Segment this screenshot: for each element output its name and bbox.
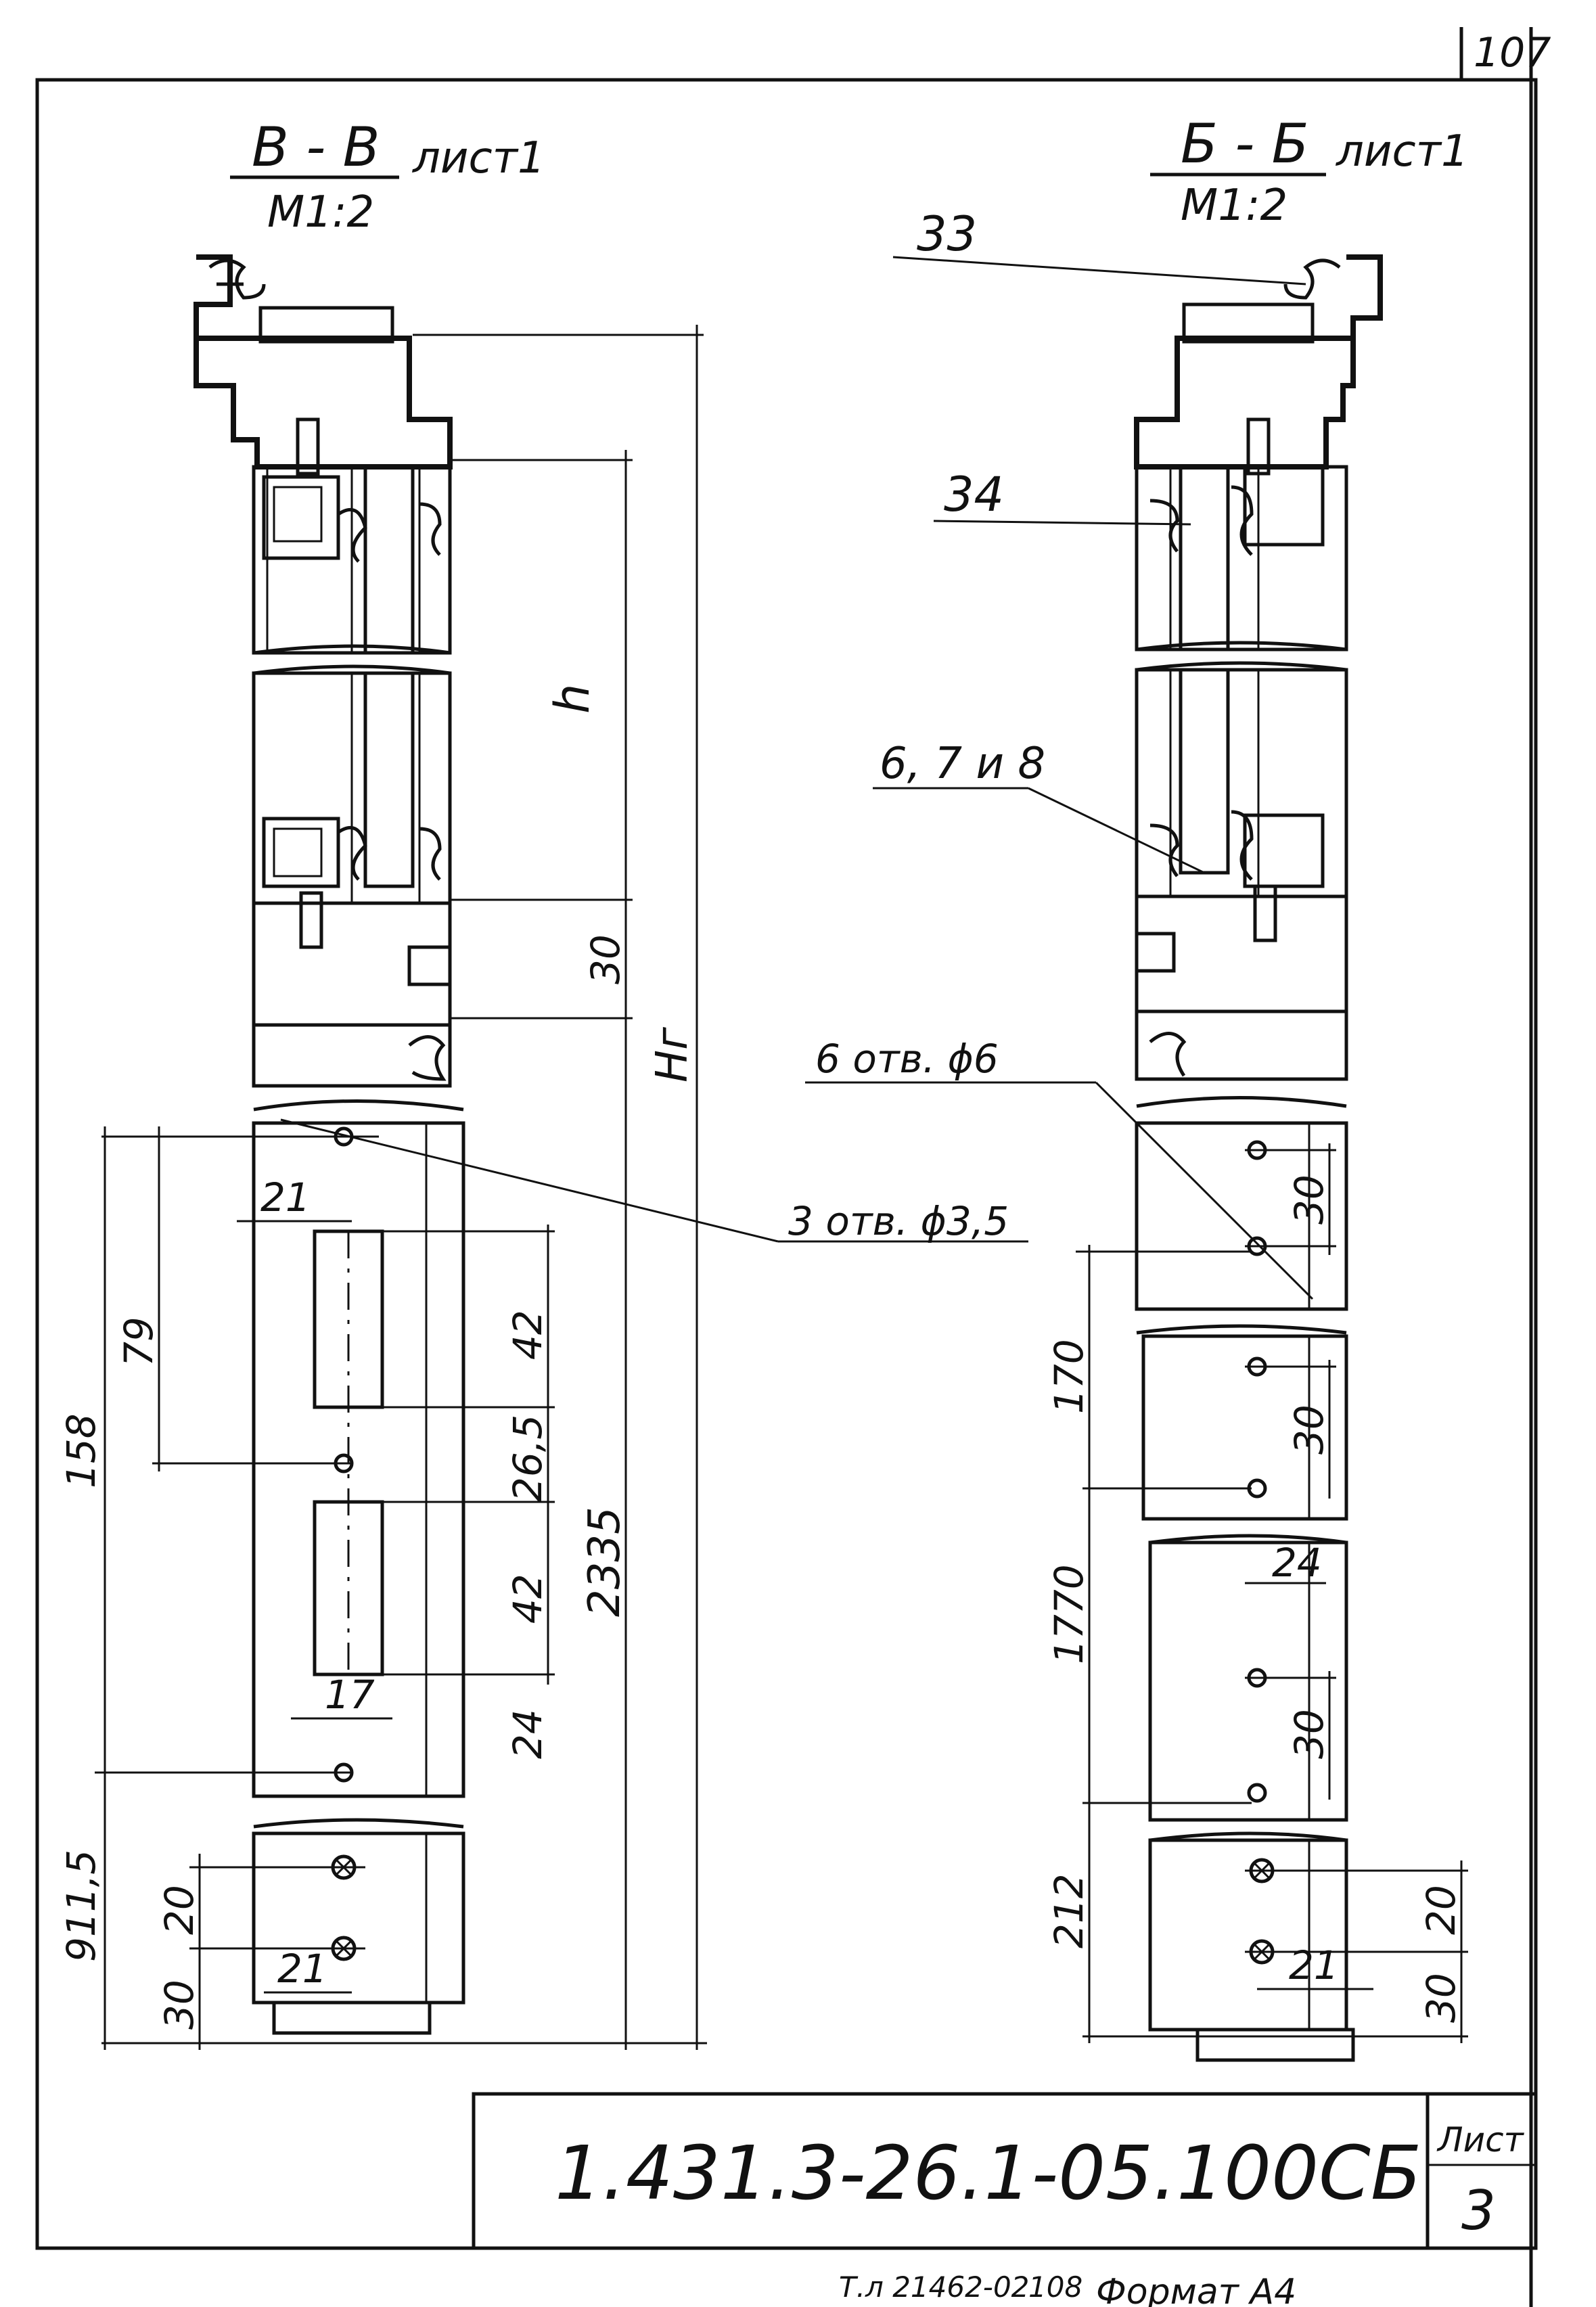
dim-20-right: 20: [1418, 1885, 1464, 1935]
footer-inventory: Т.л 21462-02: [839, 2270, 1029, 2304]
sheet-label: Лист: [1436, 2120, 1525, 2160]
callout-33: 33: [917, 206, 977, 262]
dim-42-lower: 42: [505, 1574, 551, 1624]
dim-2335: 2335: [580, 1507, 630, 1617]
footer-stamp: Т.л 21462-02 108 Формат А4: [839, 2270, 1296, 2307]
callout-34: 34: [944, 467, 1004, 522]
dim-21-right: 21: [1289, 1942, 1339, 1988]
callout-6-7-8: 6, 7 и 8: [880, 739, 1045, 789]
dim-30-left: 30: [583, 934, 629, 984]
dim-170: 170: [1046, 1339, 1092, 1414]
drawing-code: 1.431.3-26.1-05.100СБ: [555, 2130, 1421, 2216]
dim-24-left: 24: [505, 1709, 551, 1759]
page-number: 107: [1474, 29, 1551, 76]
section-left-header: В - В лист1 М1:2: [230, 116, 545, 237]
section-right-scale: М1:2: [1181, 181, 1287, 231]
dim-30-right-d: 30: [1418, 1973, 1464, 2023]
dim-26-5: 26,5: [505, 1415, 551, 1502]
dim-79: 79: [116, 1317, 162, 1367]
dim-30-right-a: 30: [1286, 1174, 1332, 1225]
right-section-view: [1134, 254, 1383, 2062]
section-left-scale: М1:2: [267, 187, 374, 237]
dim-30-left-bottom: 30: [156, 1980, 202, 2030]
dim-30-right-b: 30: [1286, 1404, 1332, 1455]
dim-30-right-c: 30: [1286, 1709, 1332, 1759]
section-left-sheetref: лист1: [411, 133, 545, 183]
right-dimension-lines: [805, 256, 1468, 2043]
section-left-title: В - В: [252, 116, 380, 179]
callout-6-holes: 6 отв. ϕ6: [815, 1036, 999, 1082]
section-right-header: Б - Б лист1 М1:2: [1150, 112, 1469, 231]
dim-21-bottom: 21: [277, 1946, 327, 1992]
left-section-view: [193, 254, 465, 2035]
dim-24-right: 24: [1272, 1540, 1322, 1586]
footer-format: Формат А4: [1096, 2272, 1296, 2307]
section-right-title: Б - Б: [1181, 112, 1309, 175]
dim-212: 212: [1046, 1873, 1092, 1948]
section-right-sheetref: лист1: [1335, 127, 1469, 177]
dim-21-top: 21: [260, 1174, 311, 1220]
dim-hg: Нг: [647, 1027, 698, 1082]
dim-911-5: 911,5: [58, 1850, 104, 1962]
dim-158: 158: [58, 1413, 104, 1488]
sheet-number: 3: [1461, 2179, 1496, 2242]
footer-copy: 108: [1028, 2270, 1082, 2304]
left-dimension-lines: [95, 325, 1028, 2050]
title-block: [472, 2092, 1538, 2250]
dim-1770: 1770: [1046, 1564, 1092, 1664]
dim-h: h: [545, 684, 600, 714]
dim-42-upper: 42: [505, 1310, 551, 1360]
dim-20-left: 20: [156, 1885, 202, 1935]
dim-17: 17: [325, 1672, 375, 1718]
callout-3-holes: 3 отв. ϕ3,5: [788, 1198, 1009, 1244]
